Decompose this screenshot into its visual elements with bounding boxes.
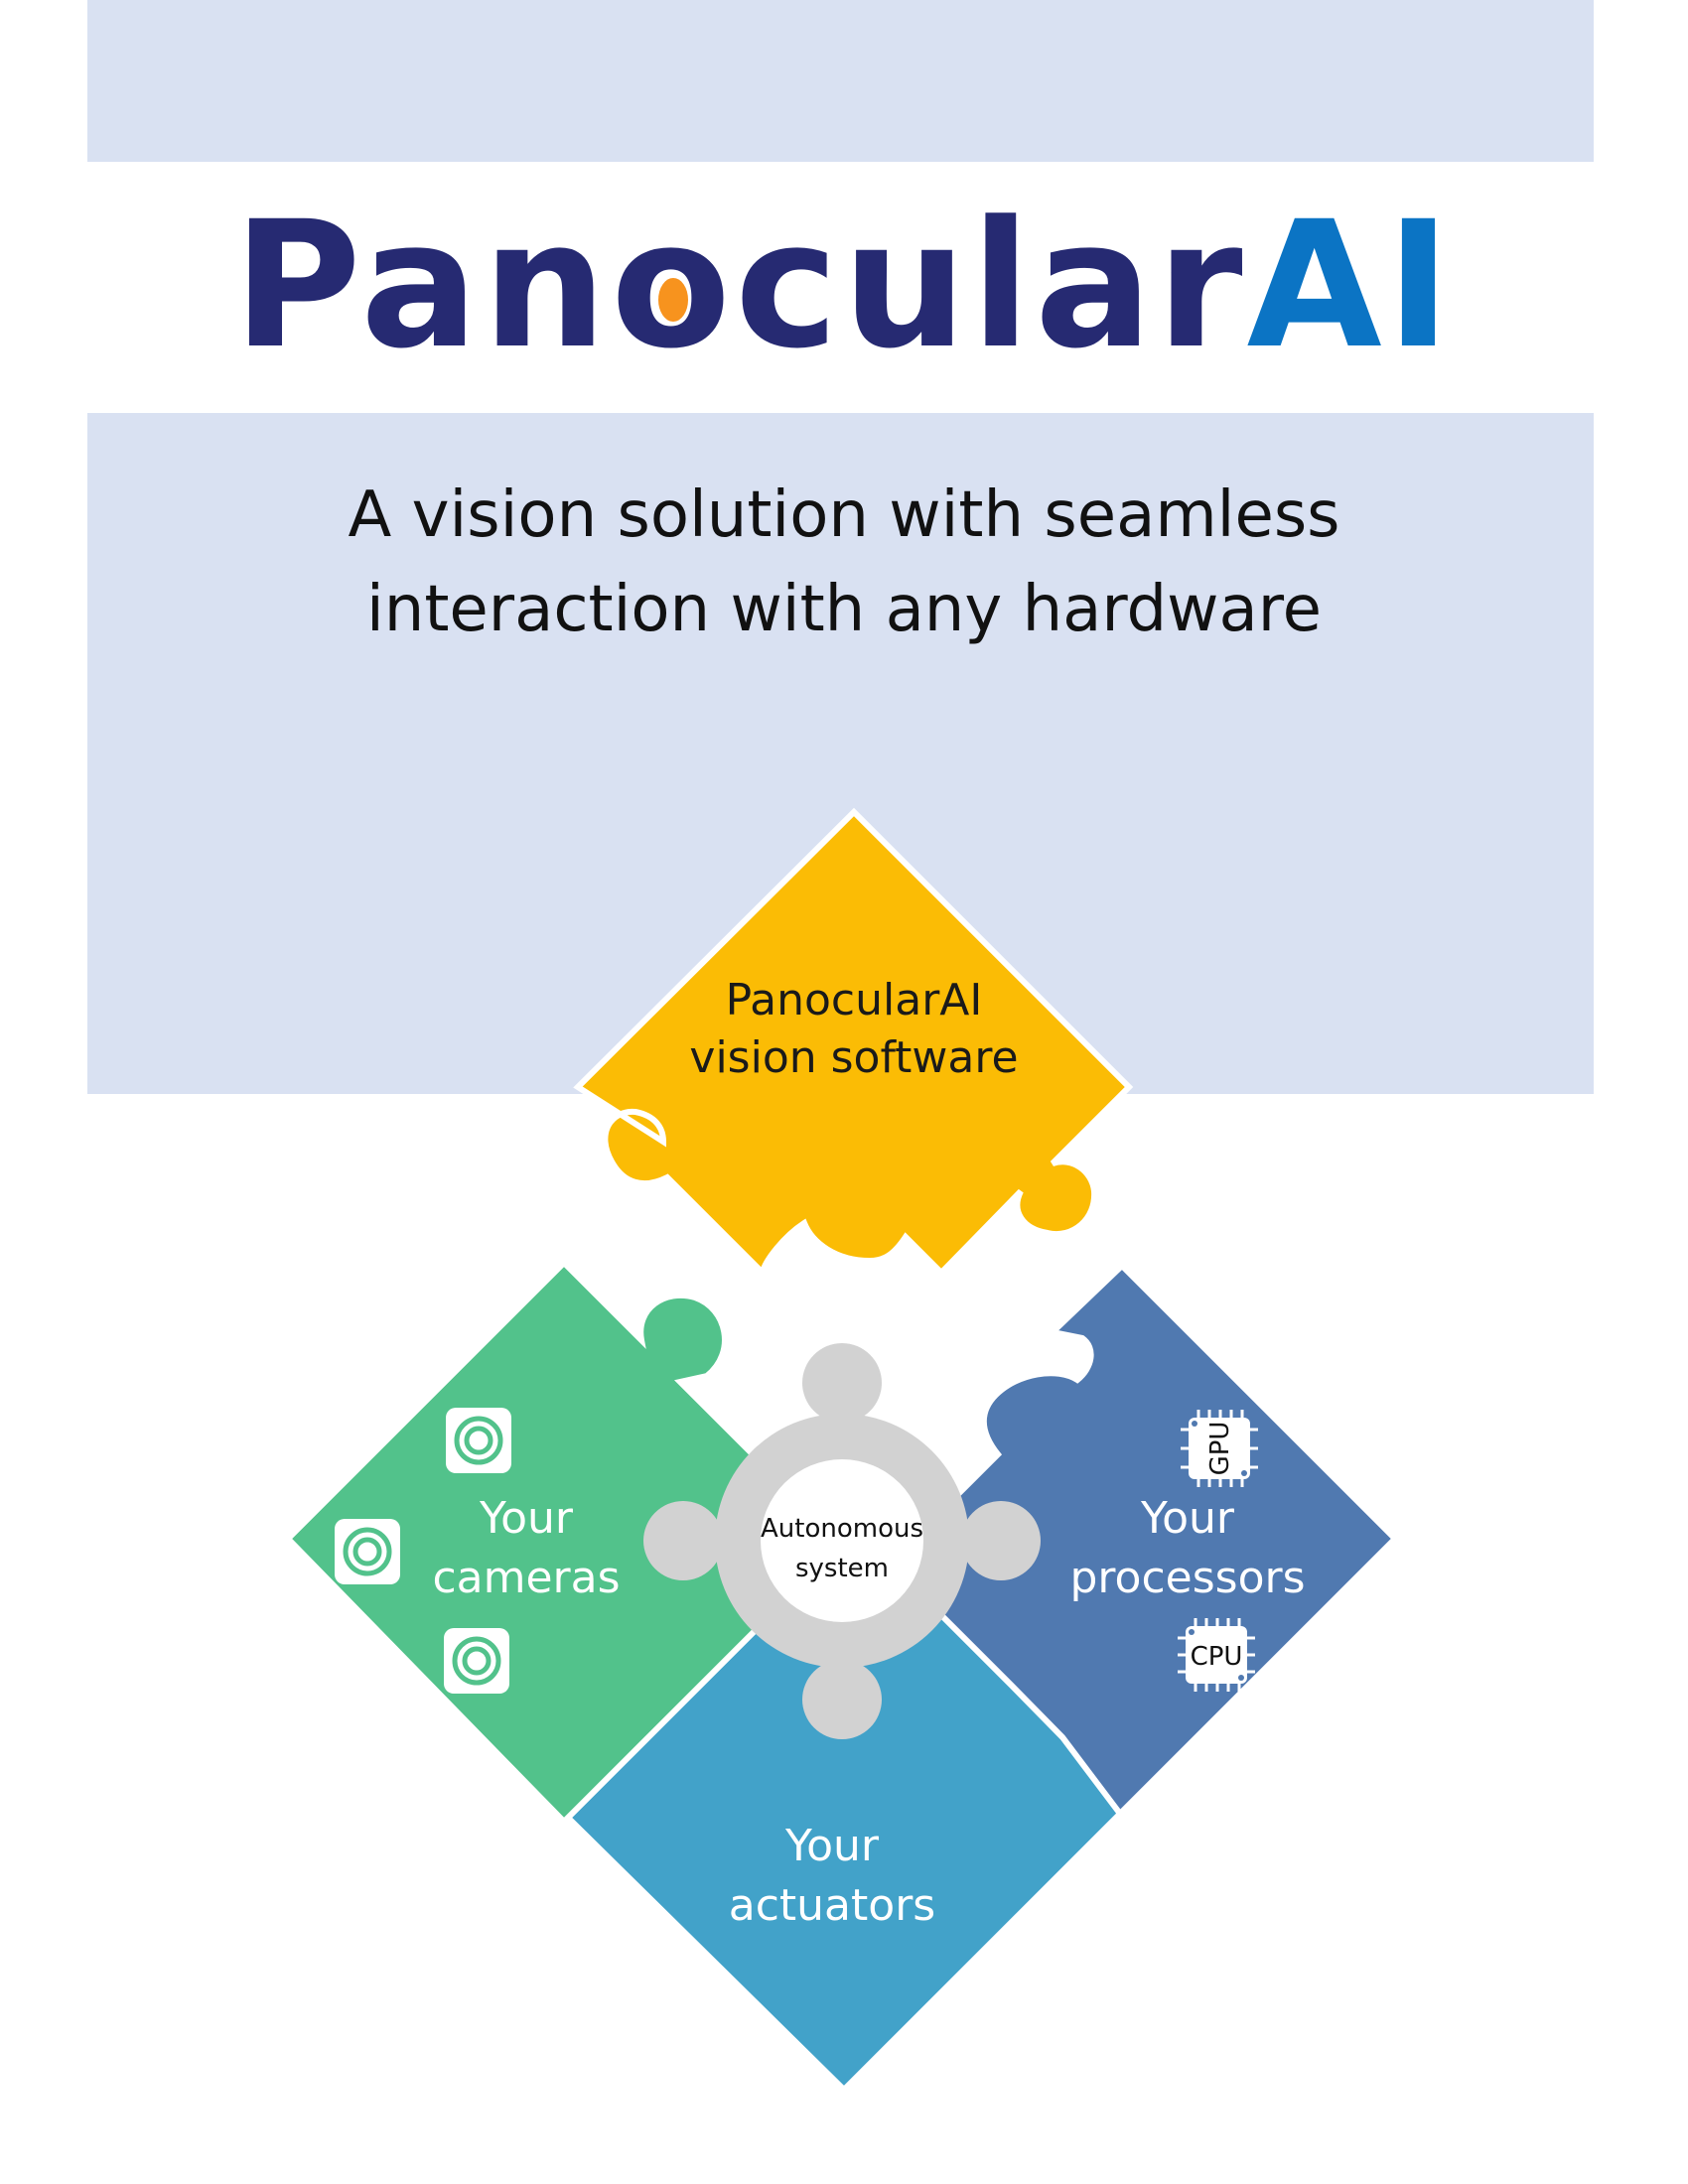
- logo-text-pan: Pan: [232, 184, 612, 387]
- cpu-chip-icon: CPU: [1178, 1618, 1255, 1692]
- cameras-label-line-2: cameras: [432, 1553, 620, 1603]
- actuators-label-line-2: actuators: [729, 1880, 935, 1931]
- processors-label-line-2: processors: [1069, 1553, 1305, 1603]
- tagline-line-2: interaction with any hardware: [365, 573, 1323, 646]
- logo-text-cular: cular: [735, 184, 1247, 387]
- logo-letter-o: o: [611, 199, 735, 373]
- logo-pupil-dot-icon: [657, 278, 688, 323]
- software-label-line-1: PanocularAI: [726, 975, 983, 1025]
- cameras-label-line-1: Your: [479, 1493, 574, 1544]
- autonomous-system-hub: [643, 1343, 1041, 1739]
- tagline-line-1: A vision solution with seamless: [348, 478, 1340, 552]
- logo: PanocularAI: [0, 199, 1688, 373]
- cpu-label: CPU: [1191, 1642, 1243, 1672]
- header-band: [87, 0, 1594, 162]
- camera-icon: [446, 1408, 511, 1473]
- gpu-chip-icon: GPU: [1181, 1410, 1258, 1487]
- tagline: A vision solution with seamless interact…: [0, 469, 1688, 657]
- hub-center: [761, 1459, 923, 1622]
- center-label-line-2: system: [795, 1554, 889, 1583]
- software-piece: [573, 807, 1134, 1280]
- gpu-label: GPU: [1205, 1422, 1235, 1476]
- actuators-label-line-1: Your: [784, 1821, 880, 1871]
- software-label-line-2: vision software: [689, 1032, 1018, 1083]
- processors-label-line-1: Your: [1140, 1493, 1235, 1544]
- cameras-piece: [283, 1258, 847, 1827]
- logo-wordmark: Panocular: [233, 184, 1247, 387]
- camera-icon: [444, 1628, 509, 1694]
- camera-icon: [335, 1519, 400, 1584]
- logo-ai: AI: [1246, 184, 1456, 387]
- center-label-line-1: Autonomous: [761, 1514, 923, 1544]
